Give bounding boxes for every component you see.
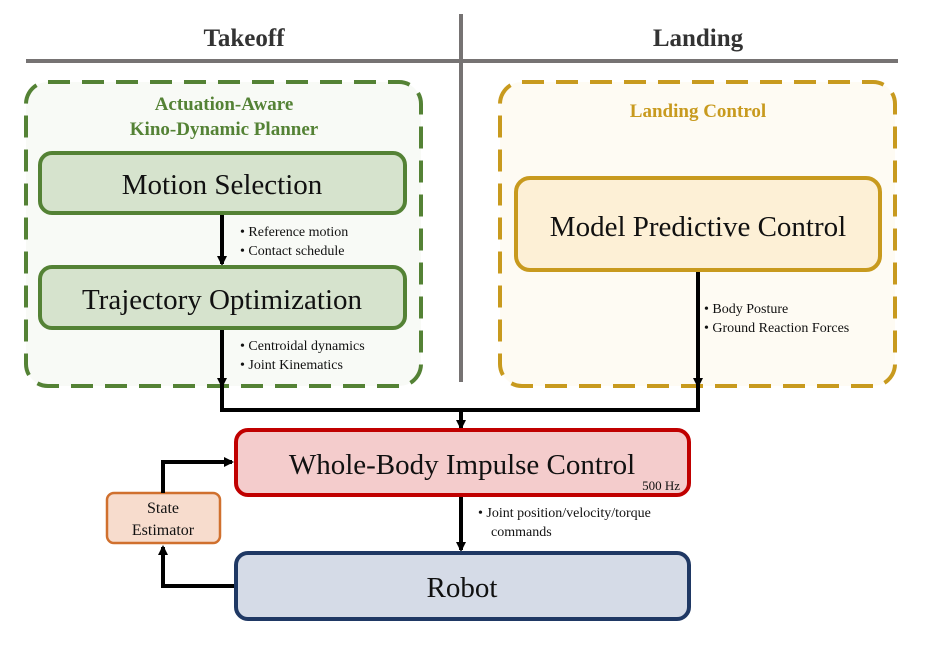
motion-selection-label: Motion Selection (122, 169, 323, 201)
wbic-output-line1: • Joint position/velocity/torque (478, 506, 651, 521)
takeoff-panel-title-line1: Actuation-Aware (155, 94, 294, 115)
mpc-output-body-posture: • Body Posture (704, 302, 788, 317)
section-title-landing: Landing (653, 25, 744, 52)
landing-panel-title: Landing Control (630, 101, 766, 122)
state-estimator-line2: Estimator (132, 522, 195, 539)
arrow-estimator-to-wbic (161, 457, 234, 493)
arrow-robot-to-estimator (158, 545, 236, 588)
mpc-output-grf: • Ground Reaction Forces (704, 321, 849, 336)
model-predictive-control-block[interactable]: Model Predictive Control (514, 176, 882, 272)
trajectory-output-centroidal: • Centroidal dynamics (240, 339, 365, 354)
robot-block[interactable]: Robot (234, 551, 691, 621)
robot-label: Robot (427, 572, 498, 604)
motion-output-reference: • Reference motion (240, 225, 348, 240)
section-title-takeoff: Takeoff (203, 25, 285, 52)
state-estimator-block[interactable]: State Estimator (105, 491, 222, 545)
wbic-rate: 500 Hz (642, 478, 680, 493)
takeoff-panel-title-line2: Kino-Dynamic Planner (130, 119, 319, 140)
trajectory-output-kinematics: • Joint Kinematics (240, 358, 343, 373)
motion-output-contact: • Contact schedule (240, 244, 344, 259)
motion-selection-block[interactable]: Motion Selection (38, 151, 407, 215)
state-estimator-line1: State (147, 500, 179, 517)
wbic-output-line2: commands (491, 525, 552, 540)
mpc-label: Model Predictive Control (550, 211, 846, 243)
trajectory-optimization-label: Trajectory Optimization (82, 284, 363, 316)
trajectory-optimization-block[interactable]: Trajectory Optimization (38, 265, 407, 330)
wbic-label: Whole-Body Impulse Control (289, 449, 635, 481)
whole-body-impulse-control-block[interactable]: Whole-Body Impulse Control 500 Hz (234, 428, 691, 497)
